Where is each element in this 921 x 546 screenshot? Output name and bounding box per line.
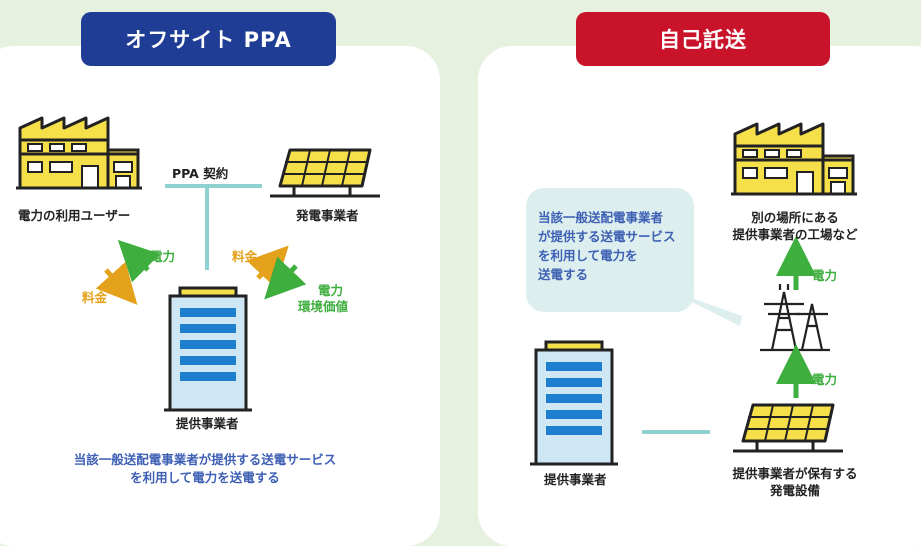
power-flow-label: 電力 [318,283,344,298]
provider-label: 提供事業者 [176,416,239,431]
ppa-contract-label: PPA 契約 [172,166,229,181]
footer-note-line1: 当該一般送配電事業者が提供する送電サービス [73,452,337,467]
building-icon [162,286,254,412]
note-line: 送電する [538,267,589,282]
env-value-label: 環境価値 [298,299,349,314]
transmission-tower-icon [760,284,830,352]
generator-label: 発電事業者 [296,208,359,223]
arrow-icon [95,261,138,305]
building-icon [528,340,620,466]
note-line: を利用して電力を [538,248,638,263]
arrow-icon [246,245,289,289]
self-wheeling-header: 自己託送 [576,12,830,66]
bubble-pointer [664,288,742,326]
power-flow-label: 電力 [150,249,176,264]
provider-label: 提供事業者 [544,472,607,487]
owned-facility-line1: 提供事業者が保有する [732,466,858,481]
factory-label-line1: 別の場所にある [751,210,839,225]
fee-flow-label: 料金 [232,249,258,264]
factory-icon [729,122,859,196]
fee-flow-label: 料金 [82,290,108,305]
solar-panel-icon [731,403,845,453]
arrow-icon [264,256,307,300]
diagram-graphics [14,116,859,466]
note-text: 当該一般送配電事業者 が提供する送電サービス を利用して電力を 送電する [538,208,698,284]
owned-facility-line2: 発電設備 [769,483,820,498]
offsite-ppa-header: オフサイト PPA [81,12,336,66]
note-line: が提供する送電サービス [538,229,676,244]
solar-panel-icon [268,148,382,198]
user-label: 電力の利用ユーザー [18,208,131,223]
power-flow-label: 電力 [812,372,838,387]
note-line: 当該一般送配電事業者 [538,210,664,225]
power-flow-label: 電力 [812,268,838,283]
footer-note-line2: を利用して電力を送電する [130,470,280,485]
arrow-icon [117,239,161,283]
factory-label-line2: 提供事業者の工場など [732,227,858,242]
factory-icon [14,116,144,190]
note-bubble [526,188,694,312]
